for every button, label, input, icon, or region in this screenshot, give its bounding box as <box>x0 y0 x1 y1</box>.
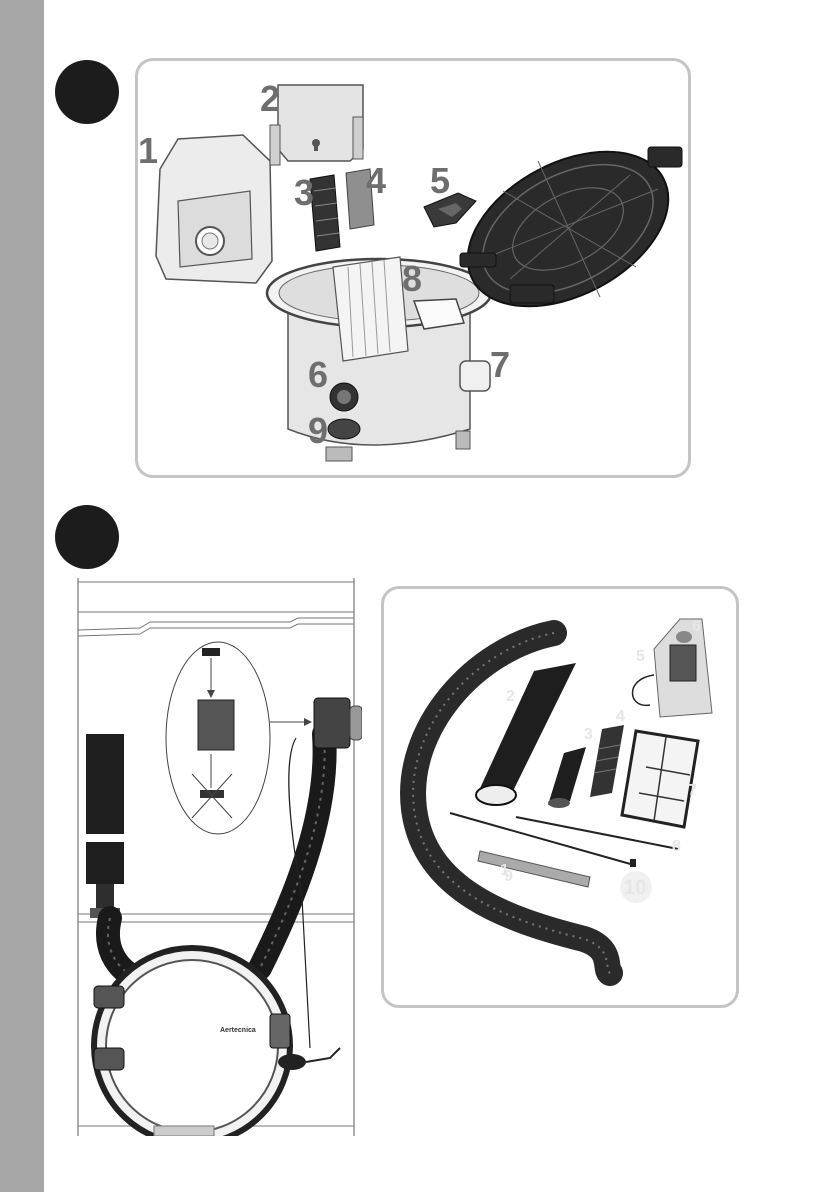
kit-label-2: 2 <box>506 688 515 705</box>
figure-1-label-7: 7 <box>490 344 510 385</box>
figure-2-bullet <box>55 505 119 569</box>
kit-label-10: 10 <box>624 877 646 899</box>
figure-1-panel: 1 2 3 4 5 6 7 8 9 <box>135 58 691 478</box>
figure-1-label-9: 9 <box>308 410 328 451</box>
central-unit-topview <box>94 948 340 1136</box>
wall-bracket-illustration <box>270 85 363 165</box>
figure-1-label-1: 1 <box>138 130 158 171</box>
figure-1-bullet <box>55 60 119 124</box>
figure-2-kit-panel: 1 2 3 4 5 6 7 8 9 10 <box>381 586 739 1008</box>
central-unit-body-illustration <box>267 257 491 461</box>
figure-1-label-6: 6 <box>308 354 328 395</box>
figure-1-exploded-view: 1 2 3 4 5 6 7 8 9 <box>138 61 688 475</box>
kit-hose <box>413 633 610 973</box>
page-side-bar <box>0 0 44 1192</box>
kit-hepa-filter <box>622 731 698 827</box>
installation-drawing: Aertecnica <box>70 578 362 1136</box>
figure-1-label-8: 8 <box>402 258 422 299</box>
kit-label-3: 3 <box>584 726 593 743</box>
figure-1-label-4: 4 <box>366 160 386 201</box>
kit-label-8: 8 <box>672 838 681 855</box>
installation-drawing-svg: Aertecnica <box>70 578 362 1136</box>
figure-1-label-5: 5 <box>430 160 450 201</box>
kit-short-tube <box>548 747 586 808</box>
kit-label-4: 4 <box>616 708 625 725</box>
dust-bag-illustration <box>156 135 272 283</box>
figure-1-label-3: 3 <box>294 172 314 213</box>
kit-label-6: 6 <box>692 618 701 635</box>
vertical-pipe <box>86 734 124 918</box>
kit-label-9: 9 <box>504 868 513 885</box>
kit-contents-svg: 1 2 3 4 5 6 7 8 9 10 <box>384 589 736 1005</box>
kit-label-5: 5 <box>636 648 645 665</box>
figure-1-label-2: 2 <box>260 78 280 119</box>
brand-mark: Aertecnica <box>220 1027 256 1034</box>
grille-filter-illustration <box>310 175 340 251</box>
kit-ribbed-tube <box>590 725 624 797</box>
kit-label-7: 7 <box>688 782 697 799</box>
